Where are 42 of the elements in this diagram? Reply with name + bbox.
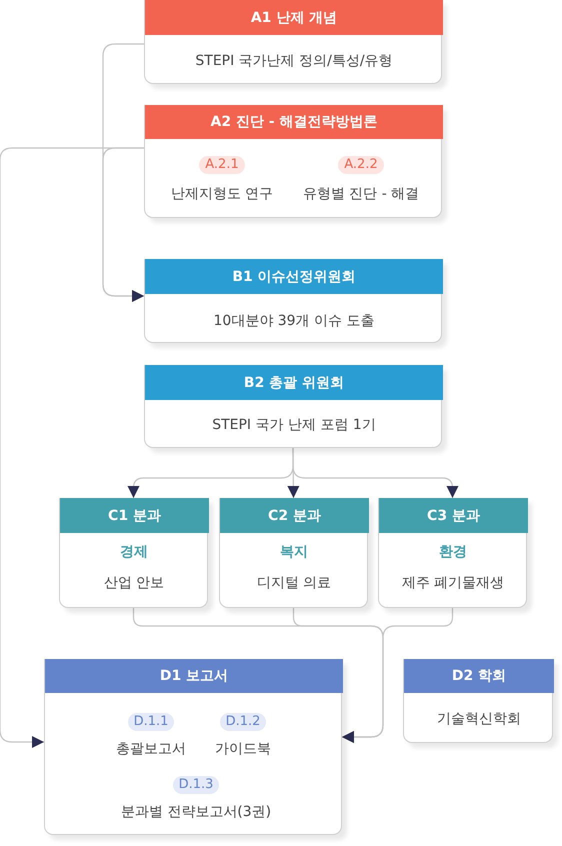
card — [144, 259, 442, 343]
topic-label: 경제 — [120, 544, 148, 560]
section-number: A.2.2 — [338, 156, 384, 174]
card-text: 난제지형도 연구 — [170, 186, 274, 202]
card — [44, 659, 342, 835]
card-text: 분과별 전략보고서(3권) — [120, 804, 272, 820]
card-header: B1 이슈선정위원회 — [145, 259, 443, 294]
card-text: 총괄보고서 — [116, 741, 186, 757]
card — [144, 0, 442, 84]
card-header: C1 분과 — [60, 498, 209, 533]
card-header: D1 보고서 — [45, 659, 343, 693]
section-number: D.1.3 — [172, 776, 220, 794]
card-text: 제주 폐기물재생 — [402, 575, 504, 591]
card — [144, 105, 442, 218]
card-text: STEPI 국가 난제 포럼 1기 — [212, 417, 376, 433]
topic-label: 복지 — [280, 544, 308, 560]
connector-arrow — [102, 147, 144, 302]
topic-label: 환경 — [439, 544, 467, 560]
card-header: A1 난제 개념 — [145, 0, 443, 35]
card-header: B2 총괄 위원회 — [145, 365, 443, 400]
card-header: D2 학회 — [404, 659, 554, 693]
card — [59, 498, 208, 608]
card-text: 가이드북 — [215, 741, 271, 757]
card-text: 디지털 의료 — [256, 575, 332, 591]
connector-arrow — [342, 608, 454, 743]
card-header: C2 분과 — [220, 498, 369, 533]
card-text: 유형별 진단 - 해결 — [302, 186, 420, 202]
card — [144, 365, 442, 448]
card-text: 10대분야 39개 이슈 도출 — [214, 313, 374, 329]
section-number: D.1.1 — [128, 713, 174, 731]
card — [378, 498, 527, 608]
connector-arrow — [292, 448, 458, 498]
card-text: STEPI 국가난제 정의/특성/유형 — [195, 53, 393, 69]
section-number: D.1.2 — [220, 713, 266, 731]
section-number: A.2.1 — [199, 156, 245, 174]
connector-arrow — [0, 147, 144, 748]
card-text: 산업 안보 — [104, 575, 164, 591]
card-text: 기술혁신학회 — [437, 711, 521, 727]
card-header: A2 진단 - 해결전략방법론 — [145, 105, 443, 139]
card — [403, 659, 553, 743]
card-header: C3 분과 — [379, 498, 528, 533]
card — [219, 498, 368, 608]
